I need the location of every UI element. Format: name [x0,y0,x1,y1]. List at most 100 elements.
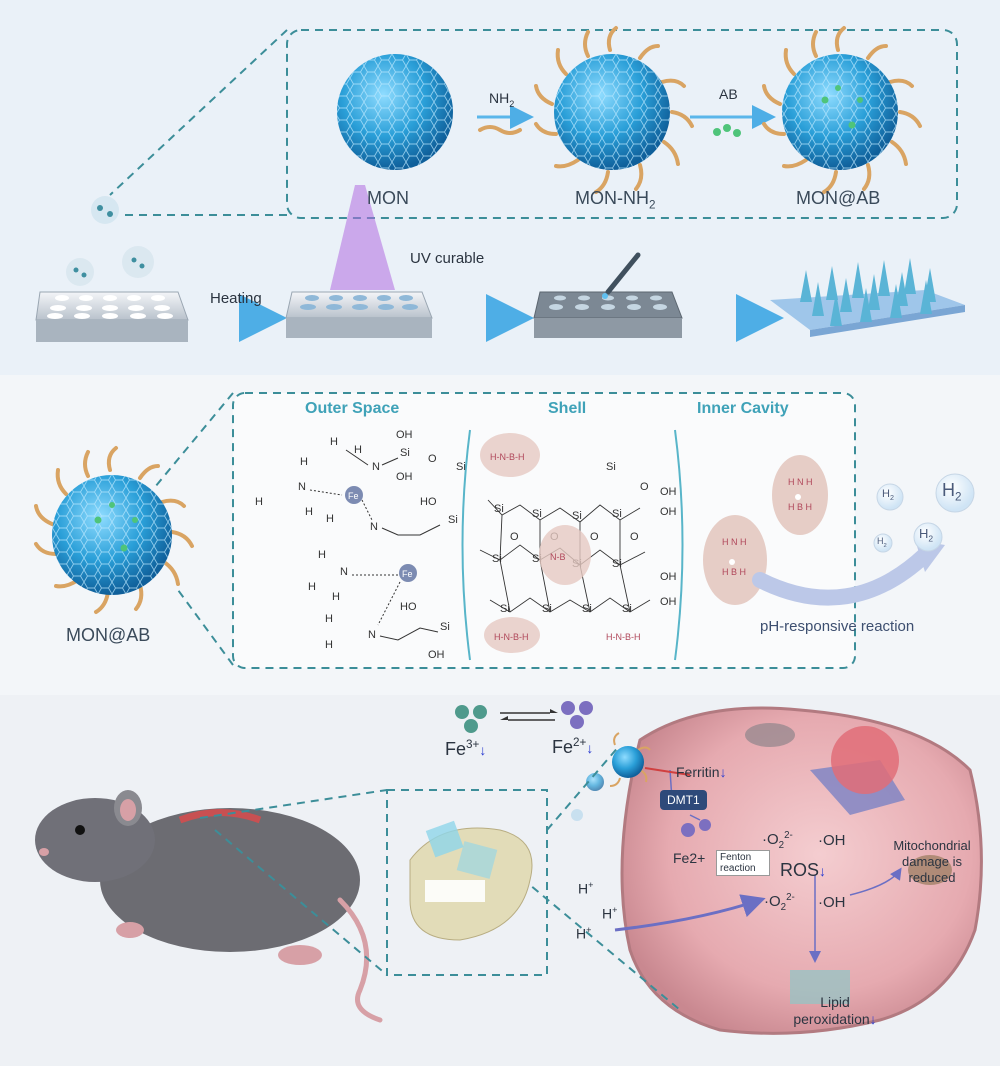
svg-text:Si: Si [542,603,552,615]
hplus-sup-1: + [588,880,594,890]
label-nh2: NH2 [489,90,514,109]
hplus-sup-2: + [612,905,618,915]
svg-text:Si: Si [622,603,632,615]
svg-text:O: O [510,531,519,543]
svg-text:O: O [630,531,639,543]
label-uv-curable: UV curable [410,250,485,267]
label-oh-1: ·OH [818,832,846,849]
h2-text-2: H [942,480,955,500]
hplus-text-2: H [602,905,613,922]
svg-text:Si: Si [572,510,582,522]
h2-label-1: H2 [882,488,894,502]
h2-label-3: H2 [877,536,887,549]
label-ros: ROS↓ [780,860,826,881]
mitochondria [908,855,952,885]
svg-text:Si: Si [400,447,410,459]
svg-text:H: H [325,613,333,625]
svg-text:H: H [300,456,308,468]
top-synthesis-box [286,29,958,219]
o2-text-2: ·O [764,893,781,910]
microneedle-patch [770,258,965,337]
label-ab: AB [719,86,738,102]
mon-nh2-text: MON-NH [575,188,649,208]
svg-text:H N H: H N H [722,537,747,547]
svg-text:Si: Si [456,461,466,473]
hplus-text-1: H [578,880,589,897]
svg-text:H B H: H B H [788,502,812,512]
svg-text:O: O [640,481,649,493]
svg-text:Fe: Fe [402,569,413,579]
label-ferritin: Ferritin↓ [676,764,727,780]
svg-text:OH: OH [660,506,677,518]
h2-sub-3: 2 [883,542,887,549]
hplus-sup-3: + [586,925,592,935]
o2-sup-2: 2- [786,892,795,903]
svg-text:H: H [326,513,334,525]
svg-text:H N H: H N H [788,477,813,487]
h2-text-3: H [877,536,884,546]
svg-text:H: H [354,444,362,456]
fe2-text: Fe [552,737,574,757]
label-mon-ab-middle: MON@AB [66,625,151,645]
lipid-text: Lipid peroxidation [793,994,870,1027]
down-arrow-icon: ↓ [819,863,827,879]
svg-text:H: H [330,436,338,448]
down-arrow-icon: ↓ [719,764,727,780]
label-fenton: Fenton reaction [716,850,770,876]
svg-text:OH: OH [396,471,413,483]
fe2-sup: 2+ [573,736,587,749]
svg-text:Si: Si [440,621,450,633]
h2-label-4: H2 [919,526,933,544]
svg-text:Si: Si [582,603,592,615]
fe3-sup: 3+ [466,738,480,751]
hplus-text-3: H [576,925,587,942]
cell [620,706,983,1035]
o2-text-1: ·O [762,831,779,848]
svg-text:H B H: H B H [722,567,746,577]
svg-text:H: H [325,639,333,651]
header-outer-space: Outer Space [305,400,400,417]
label-hplus-3: H+ [576,925,591,942]
lipid-membrane [790,970,850,1004]
h2-sub-4: 2 [928,533,934,544]
label-hplus-1: H+ [578,880,593,897]
svg-text:HO: HO [400,601,417,613]
svg-text:OH: OH [660,571,677,583]
svg-text:OH: OH [660,596,677,608]
svg-text:OH: OH [660,486,677,498]
label-o2-1: ·O22- [762,830,793,851]
shell-chemistry [479,499,651,613]
label-hplus-2: H+ [602,905,617,922]
label-fe3: Fe3+↓ [445,738,486,760]
svg-text:N: N [372,461,380,473]
spine-vertebra [409,820,533,941]
svg-text:Si: Si [500,603,510,615]
o2-sub-1: 2 [778,840,785,851]
h2-text-1: H [882,488,890,500]
tray-3 [533,252,683,338]
nh2-text: NH [489,90,510,106]
h2-text-4: H [919,526,929,541]
svg-text:H: H [255,496,263,508]
svg-text:Si: Si [494,503,504,515]
svg-text:N-B: N-B [550,552,566,562]
down-arrow-icon: ↓ [479,742,487,758]
ph-arrow [752,547,933,606]
svg-text:H-N-B-H: H-N-B-H [494,632,529,642]
label-heating: Heating [210,290,262,307]
mon-ab-sphere [762,26,922,194]
mon-sphere [337,54,453,170]
svg-text:Si: Si [612,558,622,570]
svg-text:O: O [428,453,437,465]
h2-sub-1: 2 [889,494,894,503]
svg-text:Fe: Fe [348,491,359,501]
label-lipid: Lipid peroxidation↓ [780,994,890,1028]
tray-1 [35,246,189,342]
label-oh-2: ·OH [818,894,846,911]
svg-text:Si: Si [448,514,458,526]
svg-text:N: N [298,481,306,493]
nucleus [831,726,899,794]
label-mon-ab-top: MON@AB [796,188,881,208]
h2-label-2: H2 [942,480,962,504]
